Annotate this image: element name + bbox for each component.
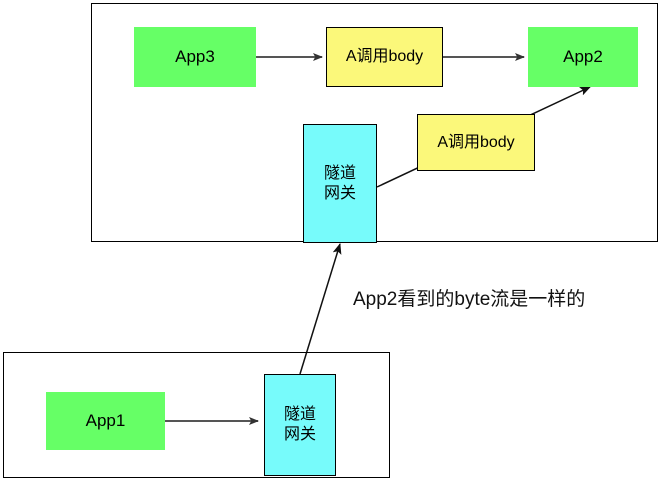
node-gateway-bottom-label: 隧道 网关 [283, 406, 316, 443]
node-app2-label: App2 [563, 46, 603, 66]
bottom-scenario-group [3, 352, 390, 478]
node-payload-tunnel-label: A调用body [437, 133, 515, 151]
node-app3[interactable]: App3 [134, 27, 256, 87]
node-gateway-bottom[interactable]: 隧道 网关 [264, 374, 336, 476]
node-app2[interactable]: App2 [528, 27, 638, 87]
node-app1[interactable]: App1 [46, 392, 165, 450]
node-payload-direct[interactable]: A调用body [326, 27, 443, 87]
node-gateway-top-label: 隧道 网关 [323, 164, 356, 202]
node-gateway-top[interactable]: 隧道 网关 [303, 124, 377, 243]
node-payload-direct-label: A调用body [345, 48, 424, 66]
annotation-byte-stream: App2看到的byte流是一样的 [353, 289, 586, 310]
node-payload-tunnel[interactable]: A调用body [417, 114, 535, 171]
node-app3-label: App3 [175, 46, 215, 66]
node-app1-label: App1 [85, 410, 126, 430]
